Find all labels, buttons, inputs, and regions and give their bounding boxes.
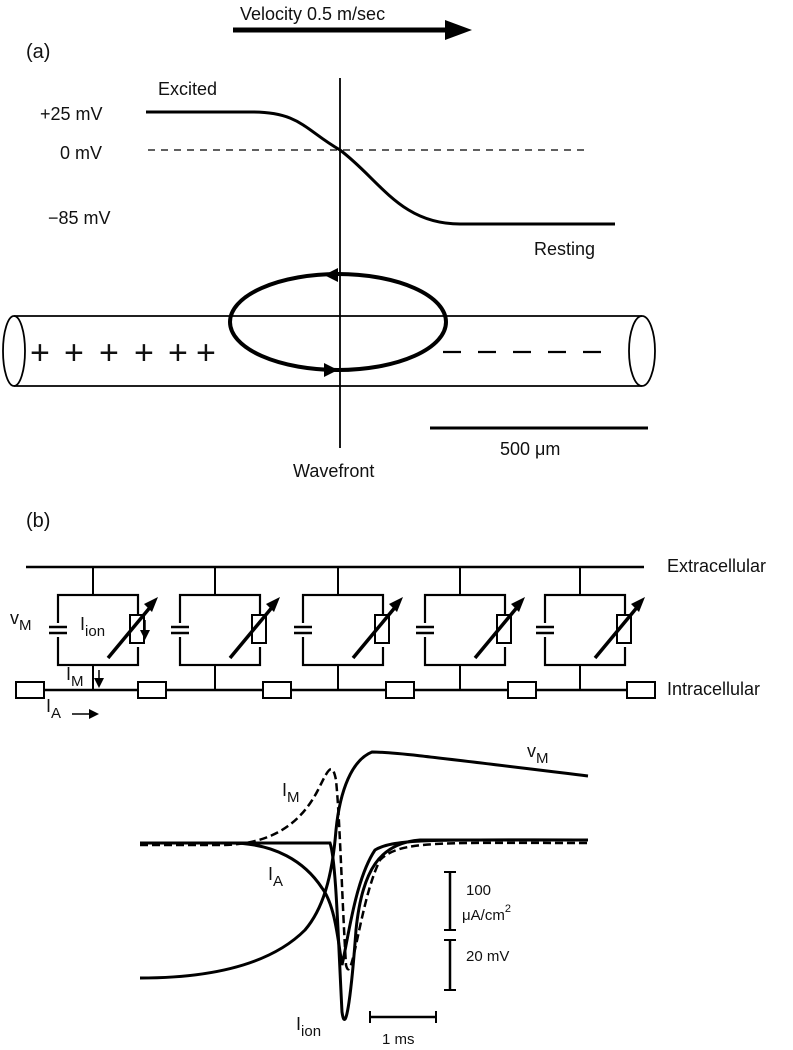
variable-resistor xyxy=(593,597,645,660)
length-scale-label: 500 μm xyxy=(500,439,560,459)
excited-voltage-label: +25 mV xyxy=(40,104,103,124)
membrane-unit-frame xyxy=(543,593,627,667)
voltage-scale-bar xyxy=(444,939,456,991)
current-scale-bar xyxy=(444,871,456,931)
axial-resistor xyxy=(262,681,292,699)
axon-right-end xyxy=(628,315,656,387)
trace-iion-label: Iion xyxy=(296,1014,321,1040)
variable-resistor xyxy=(106,597,158,660)
velocity-arrow xyxy=(233,20,472,40)
ap-traces xyxy=(139,750,589,1021)
panel-b-label: (b) xyxy=(26,510,50,532)
axon-left-end xyxy=(2,315,26,387)
time-scale-label: 1 ms xyxy=(382,1031,415,1048)
membrane-unit xyxy=(171,567,280,690)
plus-sign: + xyxy=(30,334,50,372)
iion-trace xyxy=(140,838,588,1021)
resting-voltage-label: −85 mV xyxy=(48,208,111,228)
plus-sign: + xyxy=(64,334,84,372)
time-scale-bar xyxy=(369,1011,437,1023)
circuit-vm-label: vM xyxy=(10,608,32,634)
axon-cylinder xyxy=(2,315,656,387)
extracellular-label: Extracellular xyxy=(667,556,766,576)
variable-resistor xyxy=(351,597,403,660)
wavefront-label: Wavefront xyxy=(293,461,374,481)
trace-ia-label: IA xyxy=(268,864,283,890)
circuit-iion-label: Iion xyxy=(80,614,105,640)
variable-resistor xyxy=(228,597,280,660)
voltage-scale-label: 20 mV xyxy=(466,948,509,965)
membrane-capacitor xyxy=(416,623,434,637)
current-scale-unit: μA/cm2 xyxy=(462,903,511,924)
axial-resistor xyxy=(15,681,45,699)
membrane-capacitor xyxy=(294,623,312,637)
circuit-im-label: IM xyxy=(66,664,84,690)
membrane-capacitor xyxy=(536,623,554,637)
axial-resistors xyxy=(15,681,656,699)
variable-resistor xyxy=(473,597,525,660)
axial-resistor xyxy=(385,681,415,699)
resting-label: Resting xyxy=(534,239,595,259)
panel-b: (b) Extracellular Intracellular vM Iion … xyxy=(10,510,766,1048)
vm-trace xyxy=(139,750,589,980)
loop-arrow-top xyxy=(324,268,338,282)
plus-sign: + xyxy=(99,334,119,372)
membrane-unit-frame xyxy=(178,593,262,667)
membrane-units xyxy=(49,567,645,690)
velocity-label: Velocity 0.5 m/sec xyxy=(240,4,385,24)
panel-a-label: (a) xyxy=(26,41,50,63)
trace-vm-label: vM xyxy=(527,741,549,767)
ia-trace xyxy=(140,838,589,966)
plus-sign: + xyxy=(134,334,154,372)
membrane-unit xyxy=(49,567,158,690)
axial-resistor xyxy=(137,681,167,699)
local-current-loop xyxy=(228,268,448,377)
axial-resistor xyxy=(626,681,656,699)
intracellular-label: Intracellular xyxy=(667,679,760,699)
membrane-unit-frame xyxy=(301,593,385,667)
membrane-unit xyxy=(536,567,645,690)
trace-im-label: IM xyxy=(282,780,300,806)
plus-sign: + xyxy=(168,334,188,372)
membrane-capacitor xyxy=(49,623,67,637)
axial-resistor xyxy=(507,681,537,699)
circuit-ia-label: IA xyxy=(46,696,61,722)
plus-sign: + xyxy=(196,334,216,372)
membrane-unit-frame xyxy=(423,593,507,667)
panel-a: (a) Velocity 0.5 m/sec Excited +25 mV 0 … xyxy=(2,4,656,481)
zero-voltage-label: 0 mV xyxy=(60,143,102,163)
current-scale-value: 100 xyxy=(466,882,491,899)
positive-charges: + + + + + + xyxy=(30,334,216,372)
loop-arrow-bottom xyxy=(324,363,338,377)
membrane-capacitor xyxy=(171,623,189,637)
membrane-unit xyxy=(294,567,403,690)
voltage-profile-curve xyxy=(146,110,615,226)
excited-label: Excited xyxy=(158,79,217,99)
membrane-unit xyxy=(416,567,525,690)
im-trace xyxy=(140,767,589,971)
